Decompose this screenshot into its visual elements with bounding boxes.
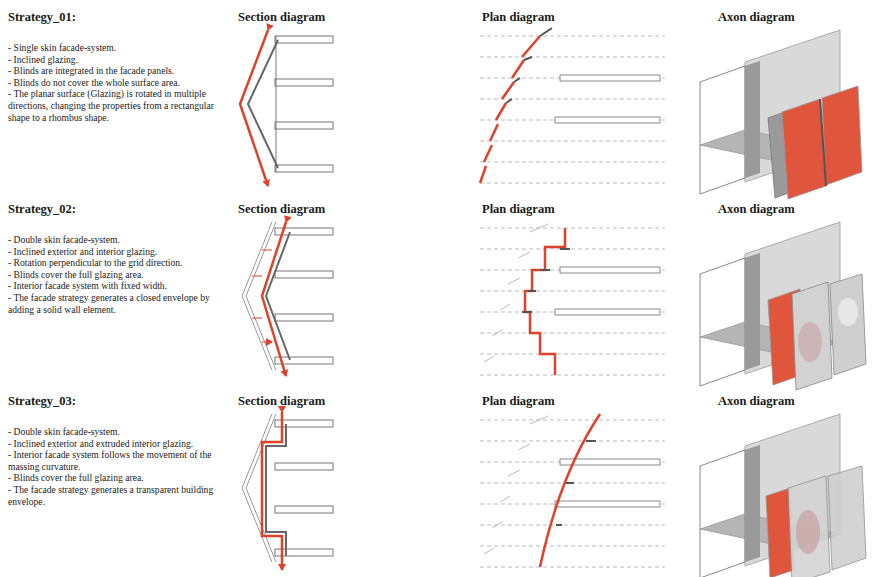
bullet-text: - Single skin facade-system. (8, 42, 223, 54)
description-list: - Single skin facade-system.- Inclined g… (8, 42, 223, 123)
bullet-text: - Inclined exterior and extruded interio… (8, 438, 223, 450)
bullet-text: - Blinds cover the full glazing area. (8, 269, 223, 281)
bullet-text: - Inclined exterior and interior glazing… (8, 246, 223, 258)
strategy-title: Strategy_01: (8, 10, 76, 25)
bullet-text: - Blinds do not cover the whole surface … (8, 77, 223, 89)
strategy-title: Strategy_02: (8, 202, 76, 217)
column-header: Axon diagram (718, 10, 795, 25)
description-list: - Double skin facade-system.- Inclined e… (8, 234, 223, 315)
bullet-text: - The facade strategy generates a closed… (8, 292, 223, 315)
column-header: Section diagram (238, 202, 325, 217)
description-list: - Double skin facade-system.- Inclined e… (8, 426, 223, 507)
bullet-text: - The facade strategy generates a transp… (8, 484, 223, 507)
bullet-text: - Interior facade system with fixed widt… (8, 280, 223, 292)
strategy-title: Strategy_03: (8, 394, 76, 409)
bullet-text: - The planar surface (Glazing) is rotate… (8, 88, 223, 123)
column-header: Plan diagram (482, 10, 555, 25)
column-header: Section diagram (238, 10, 325, 25)
bullet-text: - Double skin facade-system. (8, 234, 223, 246)
bullet-text: - Blinds are integrated in the facade pa… (8, 65, 223, 77)
column-header: Section diagram (238, 394, 325, 409)
bullet-text: - Rotation perpendicular to the grid dir… (8, 257, 223, 269)
column-header: Axon diagram (718, 202, 795, 217)
column-header: Plan diagram (482, 202, 555, 217)
bullet-text: - Interior facade system follows the mov… (8, 449, 223, 472)
column-header: Plan diagram (482, 394, 555, 409)
column-header: Axon diagram (718, 394, 795, 409)
bullet-text: - Blinds cover the full glazing area. (8, 472, 223, 484)
bullet-text: - Inclined glazing. (8, 54, 223, 66)
bullet-text: - Double skin facade-system. (8, 426, 223, 438)
